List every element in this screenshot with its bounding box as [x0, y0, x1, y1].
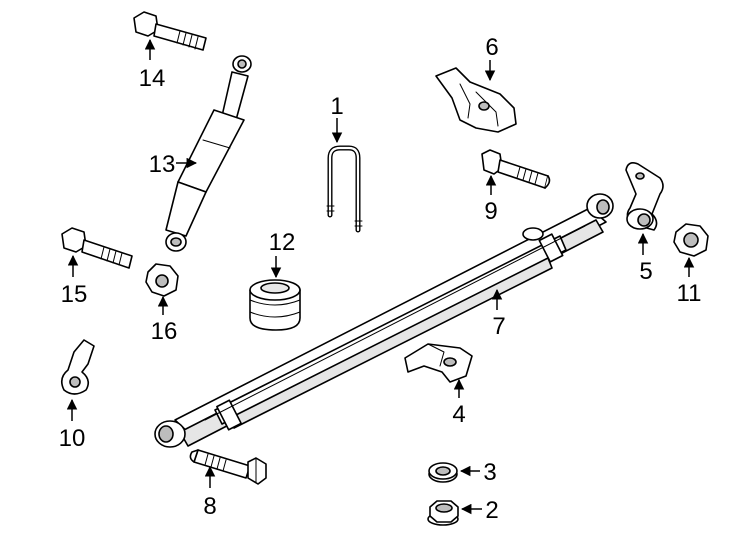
bolt-front [189, 449, 267, 485]
callout-2: 2 [485, 497, 498, 524]
leaf-spring [154, 193, 614, 448]
callout-12: 12 [269, 229, 296, 256]
nut-shackle [673, 223, 709, 257]
bolt-shock-upper [133, 11, 207, 51]
callout-11: 11 [677, 280, 702, 307]
spring-plate [404, 343, 473, 383]
callout-7: 7 [492, 313, 505, 340]
callout-1: 1 [330, 93, 343, 120]
callout-4: 4 [452, 401, 465, 428]
u-bolt [326, 145, 363, 233]
callout-8: 8 [203, 493, 216, 520]
callout-9: 9 [484, 198, 497, 225]
washer [428, 462, 458, 483]
leader-lines [66, 38, 695, 515]
callout-16: 16 [151, 318, 178, 345]
spring-hanger [435, 67, 517, 133]
callout-6: 6 [485, 34, 498, 61]
bolt-hanger [481, 149, 551, 189]
nut-shock [145, 263, 179, 297]
callout-14: 14 [139, 65, 166, 92]
hex-nut [427, 500, 459, 526]
callout-3: 3 [483, 459, 496, 486]
bolt-shock-lower [61, 227, 133, 269]
callout-15: 15 [61, 281, 88, 308]
shock-absorber [165, 55, 252, 252]
callout-labels: 1 2 3 4 5 6 7 8 9 10 11 12 13 14 15 16 [59, 34, 702, 524]
shackle [625, 162, 664, 231]
callout-5: 5 [639, 258, 652, 285]
callout-10: 10 [59, 425, 86, 452]
mount-bracket [60, 339, 95, 395]
jounce-bumper [249, 279, 301, 331]
callout-13: 13 [149, 151, 176, 178]
